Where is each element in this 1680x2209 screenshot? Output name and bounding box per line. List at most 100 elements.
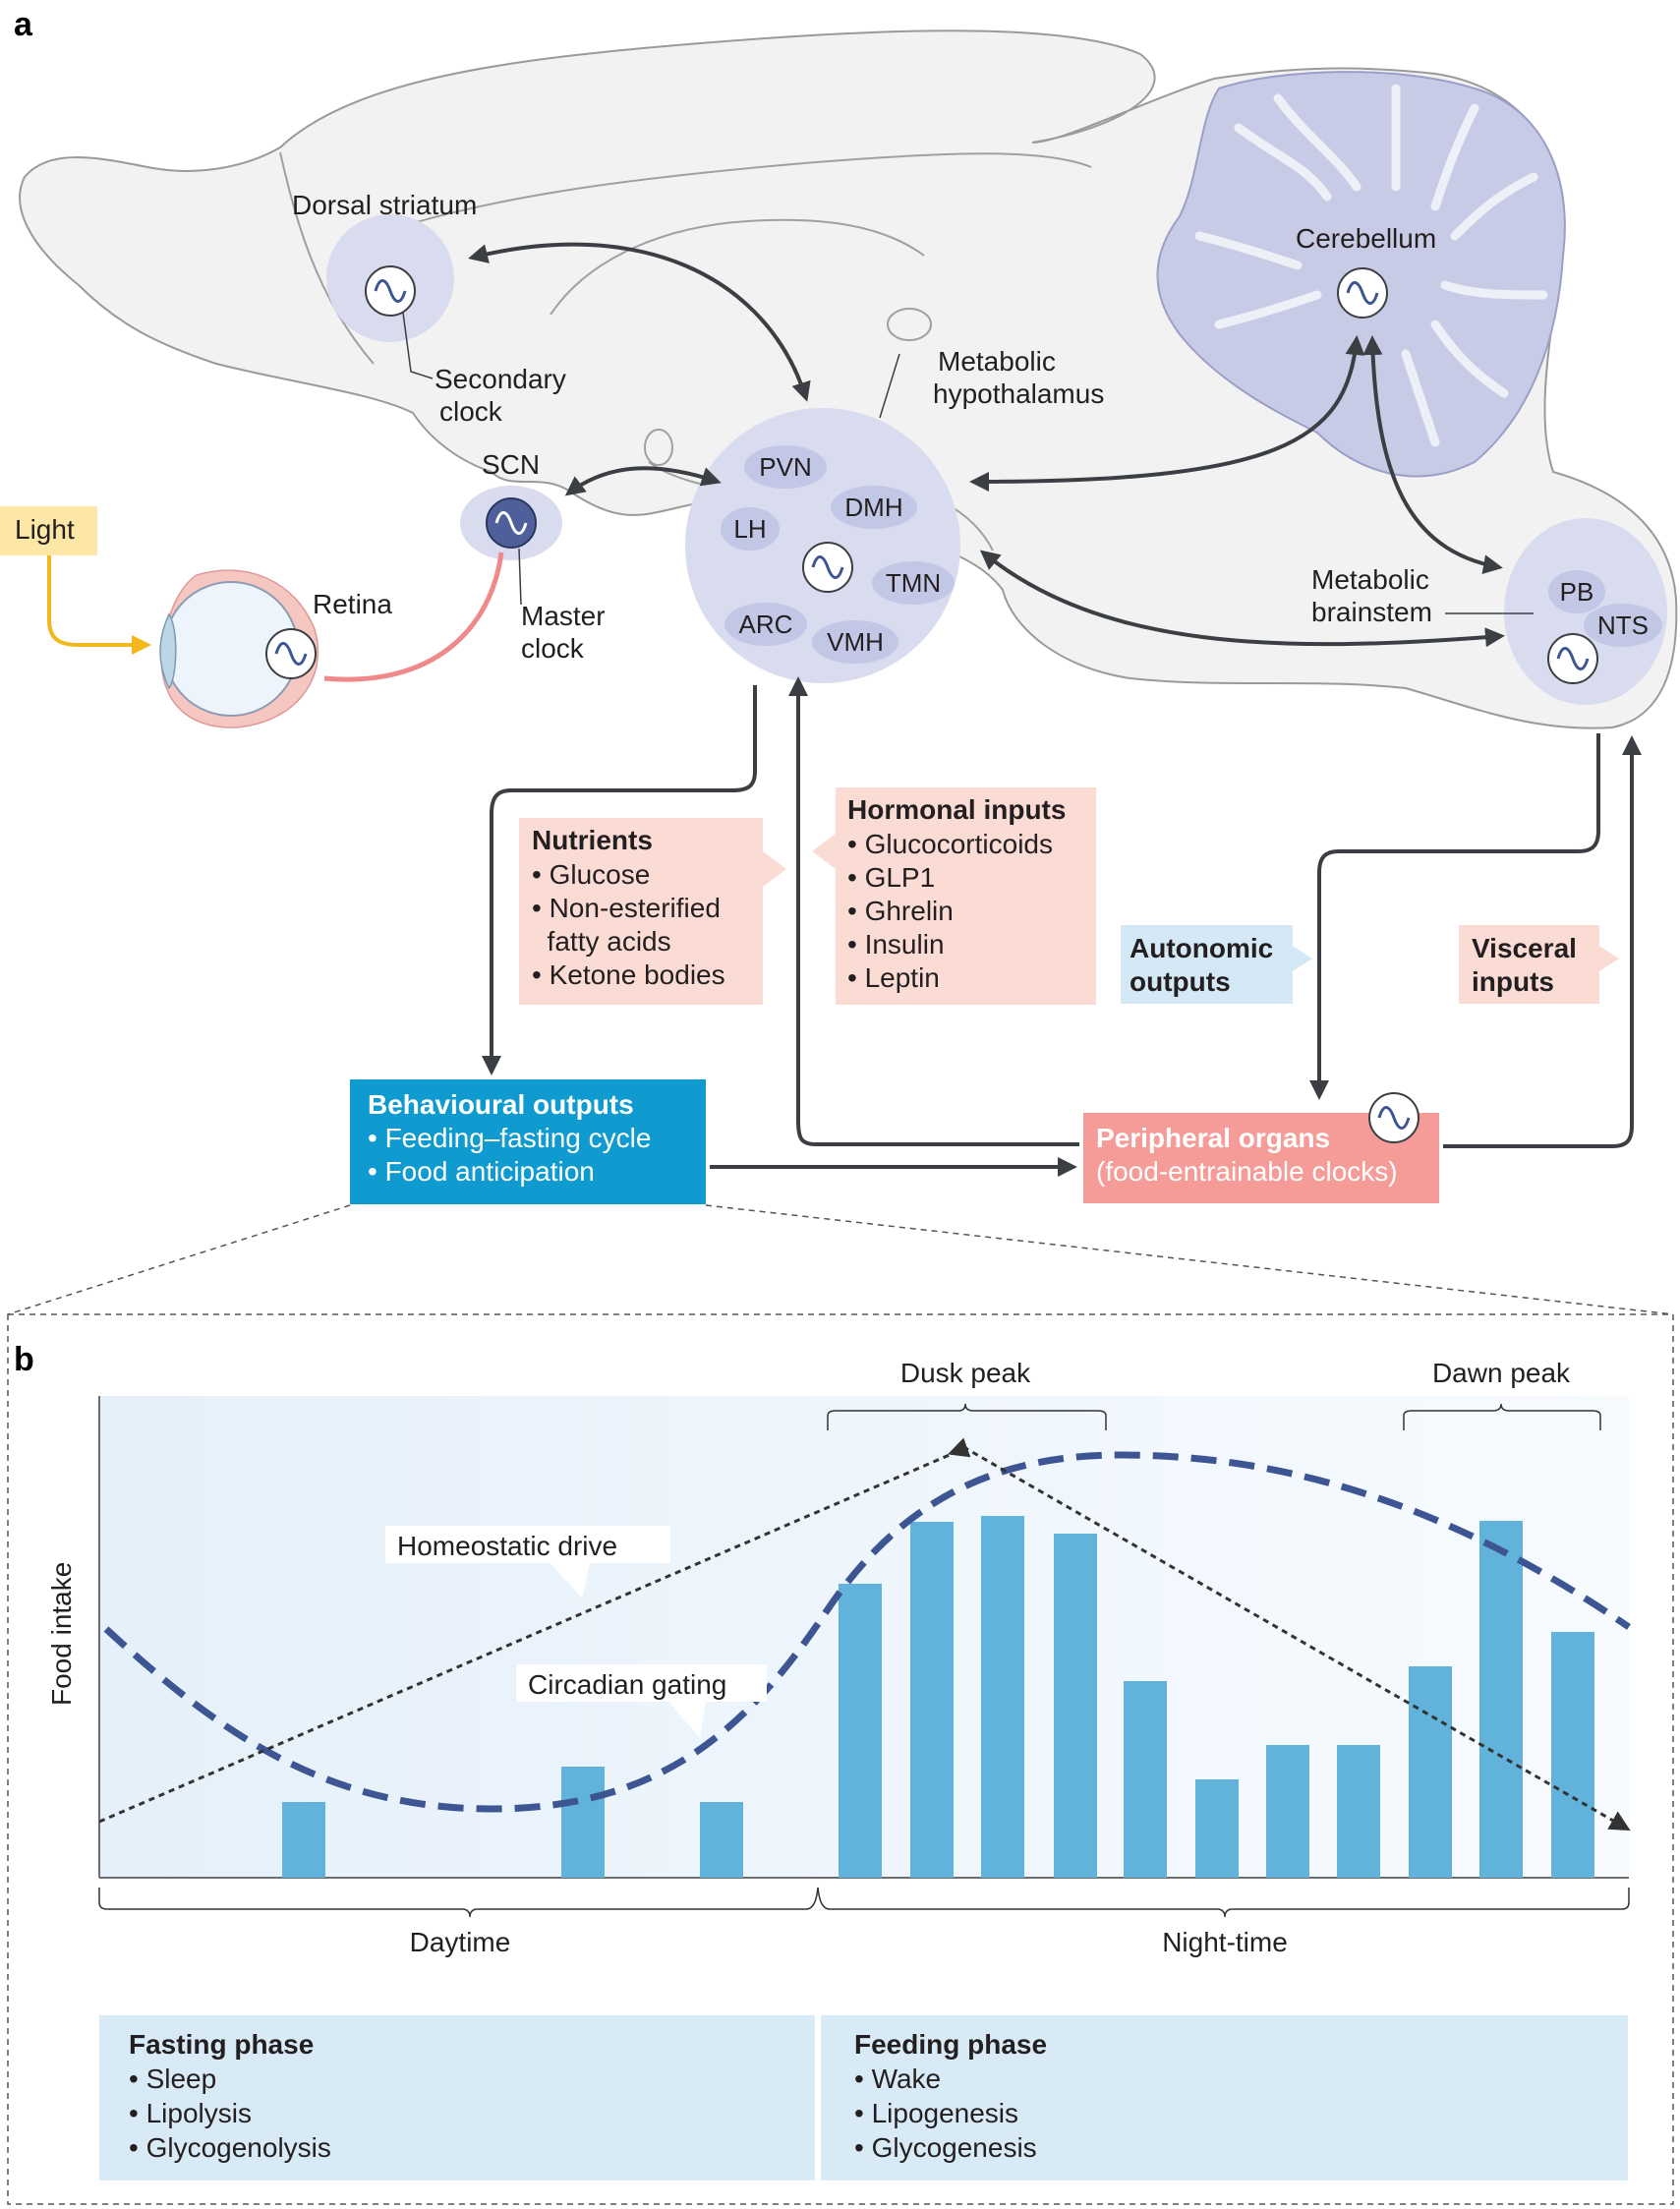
fasting-phase-item-3: • Glycogenolysis bbox=[129, 2132, 331, 2163]
behavioural-outputs-item-1: • Feeding–fasting cycle bbox=[368, 1123, 651, 1153]
circadian-gating-label: Circadian gating bbox=[528, 1669, 726, 1700]
arrow-hypothalamus-brainstem bbox=[979, 550, 1505, 648]
fasting-phase-box bbox=[99, 2015, 815, 2180]
food-intake-chart: Food intake Homeostatic drive Circadian … bbox=[46, 1358, 1631, 1957]
retinohypothalamic-tract bbox=[323, 552, 504, 682]
brain-ventricle bbox=[644, 429, 673, 466]
metabolic-brainstem-label-2: brainstem bbox=[1311, 597, 1432, 627]
feeding-phase-title: Feeding phase bbox=[854, 2029, 1047, 2060]
light-box bbox=[0, 506, 97, 555]
leader-line bbox=[402, 312, 434, 379]
arrow-peripheral-brainstem bbox=[1443, 735, 1642, 1148]
leader-line bbox=[518, 548, 522, 606]
dusk-peak-bracket bbox=[827, 1403, 1107, 1430]
nucleus-dmh-label: DMH bbox=[844, 493, 902, 522]
feeding-phase-item-3: • Glycogenesis bbox=[854, 2132, 1037, 2163]
metabolic-hypothalamus-label-1: Metabolic bbox=[938, 346, 1056, 377]
fasting-phase-item-1: • Sleep bbox=[129, 2064, 216, 2094]
food-intake-bars bbox=[282, 1516, 1594, 1878]
nucleus-arc bbox=[724, 603, 807, 646]
fasting-phase-item-2: • Lipolysis bbox=[129, 2098, 252, 2128]
food-intake-bar bbox=[1266, 1745, 1309, 1878]
arrow-brainstem-peripheral bbox=[1309, 733, 1600, 1100]
hormonal-inputs-item-1: • Glucocorticoids bbox=[847, 829, 1053, 859]
clock-wave bbox=[1556, 647, 1590, 670]
clock-wave bbox=[1377, 1106, 1411, 1130]
dusk-peak-label: Dusk peak bbox=[900, 1358, 1031, 1388]
autonomic-outputs-callout bbox=[1121, 925, 1312, 1004]
clock-wave bbox=[1346, 281, 1379, 305]
dorsal-striatum-label: Dorsal striatum bbox=[292, 190, 477, 220]
hormonal-inputs-callout bbox=[812, 787, 1096, 1005]
cerebellum-label: Cerebellum bbox=[1296, 223, 1436, 254]
daytime-label: Daytime bbox=[410, 1927, 511, 1957]
behavioural-outputs-box bbox=[350, 1079, 706, 1204]
hormonal-inputs-item-5: • Leptin bbox=[847, 962, 940, 993]
leader-line bbox=[879, 353, 900, 419]
master-clock-label-2: clock bbox=[521, 633, 585, 664]
clock-wave bbox=[274, 642, 308, 666]
behavioural-outputs-item-2: • Food anticipation bbox=[368, 1156, 595, 1187]
nucleus-pvn-label: PVN bbox=[759, 452, 811, 482]
nucleus-nts-label: NTS bbox=[1597, 610, 1649, 640]
dawn-peak-label: Dawn peak bbox=[1432, 1358, 1571, 1388]
food-intake-bar bbox=[1124, 1681, 1167, 1878]
peripheral-organs-title: Peripheral organs bbox=[1096, 1123, 1330, 1153]
homeostatic-drive-callout bbox=[385, 1526, 670, 1599]
brain-fold bbox=[343, 152, 1092, 247]
retina-label: Retina bbox=[313, 589, 392, 619]
fasting-phase-title: Fasting phase bbox=[129, 2029, 314, 2060]
secondary-clock-label-2: clock bbox=[439, 396, 503, 427]
nighttime-bracket bbox=[817, 1887, 1630, 1918]
autonomic-outputs-label-1: Autonomic bbox=[1130, 933, 1273, 963]
peripheral-organs-subtitle: (food-entrainable clocks) bbox=[1096, 1156, 1398, 1187]
nucleus-lh-label: LH bbox=[733, 514, 766, 544]
nucleus-pb-label: PB bbox=[1560, 577, 1594, 607]
homeostatic-peak-arrow bbox=[948, 1437, 971, 1458]
brain-fold bbox=[279, 151, 375, 365]
food-intake-bar bbox=[839, 1584, 882, 1878]
nucleus-pb bbox=[1548, 570, 1605, 613]
nutrients-title: Nutrients bbox=[532, 825, 653, 855]
visceral-inputs-callout bbox=[1459, 925, 1619, 1004]
y-axis-label: Food intake bbox=[46, 1562, 77, 1706]
panel-a-letter: a bbox=[14, 6, 33, 43]
light-label: Light bbox=[15, 514, 75, 545]
feeding-phase-item-1: • Wake bbox=[854, 2064, 941, 2094]
clock-wave bbox=[811, 555, 844, 579]
nutrients-item-2: • Non-esterified bbox=[532, 893, 721, 923]
hormonal-inputs-item-4: • Insulin bbox=[847, 929, 945, 959]
homeostatic-drive-label: Homeostatic drive bbox=[397, 1531, 617, 1561]
nucleus-nts bbox=[1584, 604, 1662, 647]
feeding-phase-box bbox=[821, 2015, 1628, 2180]
feeding-phase-item-2: • Lipogenesis bbox=[854, 2098, 1018, 2128]
arrow-hypothalamus-behaviour bbox=[482, 685, 757, 1075]
nutrients-item-4: • Ketone bodies bbox=[532, 959, 725, 990]
nucleus-vmh-label: VMH bbox=[827, 627, 884, 657]
food-intake-bar bbox=[981, 1516, 1024, 1878]
secondary-clock-label-1: Secondary bbox=[434, 364, 566, 394]
food-intake-bar bbox=[1337, 1745, 1380, 1878]
clock-wave bbox=[374, 279, 407, 303]
nucleus-lh bbox=[721, 507, 780, 551]
light-arrow bbox=[47, 555, 151, 655]
nucleus-arc-label: ARC bbox=[739, 610, 793, 639]
arrow-scn-hypothalamus bbox=[564, 466, 722, 496]
daytime-bracket bbox=[98, 1887, 819, 1918]
nutrients-callout bbox=[519, 818, 786, 1005]
dawn-peak-bracket bbox=[1403, 1403, 1601, 1430]
scn-label: SCN bbox=[482, 449, 540, 480]
hormonal-inputs-item-2: • GLP1 bbox=[847, 862, 935, 893]
nighttime-label: Night-time bbox=[1162, 1927, 1288, 1957]
food-intake-bar bbox=[1479, 1521, 1523, 1878]
nutrients-item-1: • Glucose bbox=[532, 859, 650, 890]
nucleus-dmh bbox=[831, 486, 917, 529]
nucleus-tmn-label: TMN bbox=[886, 568, 941, 598]
arrow-cerebellum-hypothalamus bbox=[969, 335, 1365, 492]
brain-ventricle bbox=[887, 308, 932, 341]
food-intake-bar bbox=[1551, 1632, 1594, 1878]
food-intake-bar bbox=[700, 1802, 743, 1878]
food-intake-bar bbox=[1409, 1666, 1452, 1878]
panel-b-letter: b bbox=[14, 1341, 34, 1378]
